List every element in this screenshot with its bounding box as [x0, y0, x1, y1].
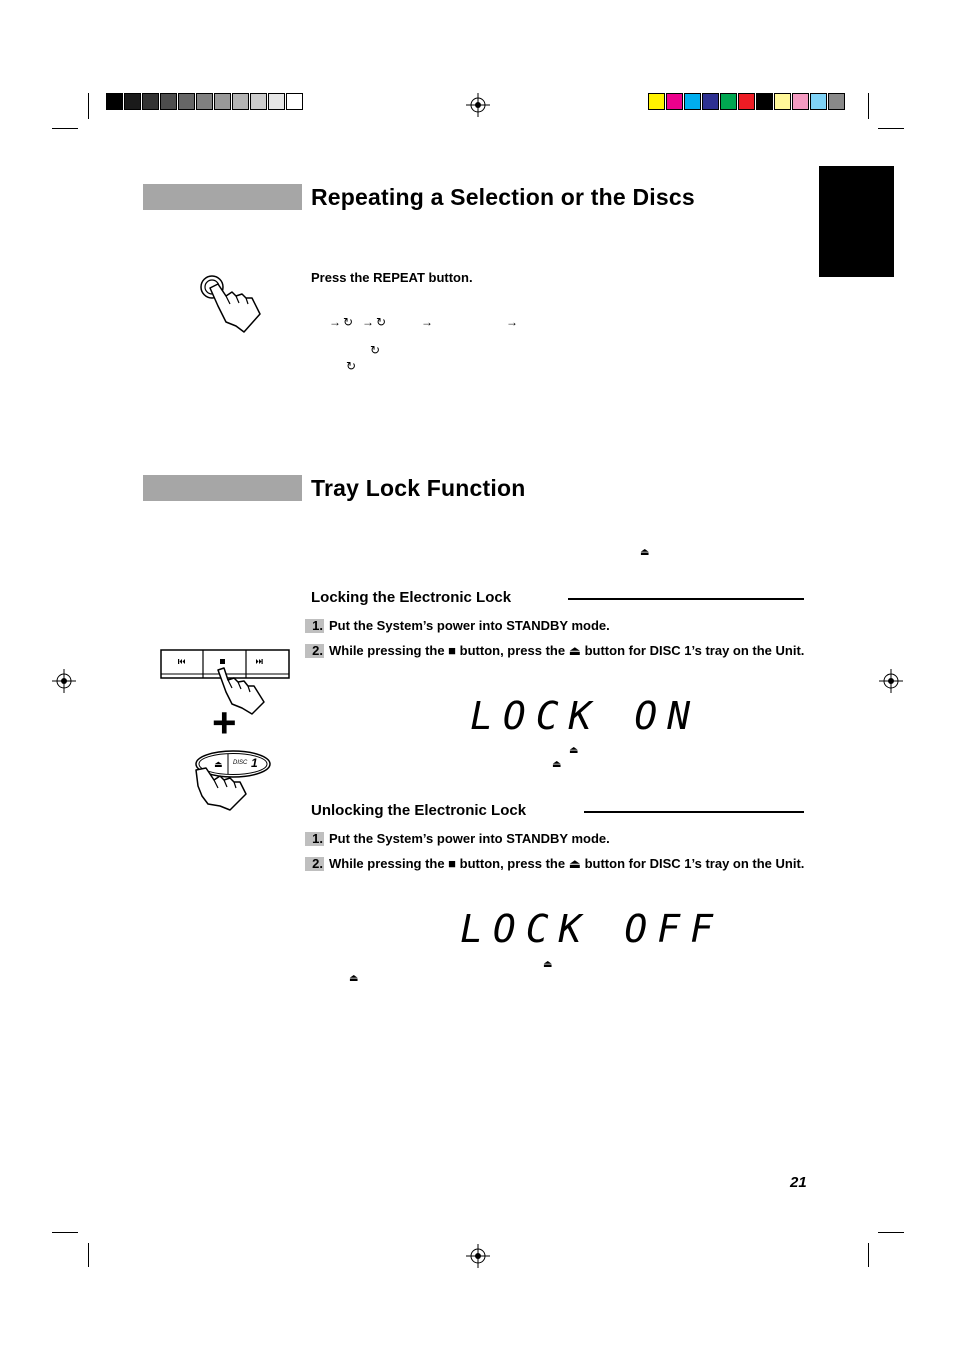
- disc-button-label: DISC: [233, 760, 248, 766]
- registration-mark-icon: [466, 93, 490, 117]
- step-text: Put the System’s power into STANDBY mode…: [329, 831, 610, 846]
- step-text: While pressing the ■ button, press the ⏏…: [329, 643, 805, 658]
- color-swatch: [214, 93, 231, 110]
- locking-subtitle: Locking the Electronic Lock: [311, 589, 512, 606]
- page-number: 21: [790, 1174, 807, 1191]
- crop-mark: [52, 1232, 78, 1233]
- pressing-hand-icon: [200, 275, 261, 333]
- section-heading-bar: [143, 184, 302, 210]
- color-swatch: [792, 93, 809, 110]
- unlocking-subtitle: Unlocking the Electronic Lock: [311, 802, 527, 819]
- registration-mark-icon: [466, 1244, 490, 1268]
- color-swatch: [756, 93, 773, 110]
- disc1-button-illustration: ⏏ DISC 1: [172, 748, 272, 814]
- color-swatch: [648, 93, 665, 110]
- color-swatch: [684, 93, 701, 110]
- lock-off-display: LOCK OFF: [460, 907, 724, 951]
- color-swatch: [178, 93, 195, 110]
- step-number: 1.: [305, 619, 324, 633]
- crop-mark: [868, 93, 869, 119]
- eject-icon: ⏏: [569, 745, 579, 756]
- crop-mark: [52, 128, 78, 129]
- repeat-instruction: Press the REPEAT button.: [311, 270, 473, 285]
- section-title-repeat: Repeating a Selection or the Discs: [311, 184, 695, 210]
- color-swatch: [142, 93, 159, 110]
- arrow-icon: →: [421, 315, 433, 329]
- step-text: Put the System’s power into STANDBY mode…: [329, 618, 610, 633]
- plus-sign: +: [212, 699, 237, 746]
- section-heading-bar: [143, 475, 302, 501]
- color-swatch: [124, 93, 141, 110]
- color-swatch: [250, 93, 267, 110]
- disc-button-number: 1: [251, 756, 258, 770]
- arrow-icon: →: [329, 315, 341, 329]
- repeat-mode-sequence: → ↻ → ↻ → → ↻ ↻: [326, 314, 526, 374]
- crop-mark: [868, 1243, 869, 1267]
- crop-mark: [878, 128, 904, 129]
- step-text: While pressing the ■ button, press the ⏏…: [329, 856, 805, 871]
- grayscale-swatch-row: [106, 93, 304, 110]
- step-number: 2.: [305, 644, 324, 658]
- color-swatch: [268, 93, 285, 110]
- previous-track-icon: [178, 659, 185, 664]
- eject-icon: ⏏: [214, 759, 223, 769]
- color-swatch: [232, 93, 249, 110]
- registration-mark-icon: [879, 669, 903, 693]
- crop-mark: [878, 1232, 904, 1233]
- color-swatch: [286, 93, 303, 110]
- eject-icon: ⏏: [543, 959, 553, 970]
- color-swatch-row: [648, 93, 846, 110]
- crop-mark: [88, 93, 89, 119]
- color-swatch: [774, 93, 791, 110]
- color-swatch: [666, 93, 683, 110]
- eject-icon: ⏏: [640, 547, 650, 558]
- color-swatch: [810, 93, 827, 110]
- stop-icon: [220, 659, 225, 664]
- color-swatch: [160, 93, 177, 110]
- color-swatch: [106, 93, 123, 110]
- subtitle-rule: [568, 598, 804, 600]
- repeat-icon: ↻: [343, 315, 354, 329]
- color-swatch: [828, 93, 845, 110]
- eject-icon: ⏏: [552, 759, 562, 770]
- lock-on-display: LOCK ON: [470, 694, 701, 738]
- repeat-icon: ↻: [370, 343, 381, 357]
- disc1-button-graphic: [195, 750, 271, 811]
- registration-mark-icon: [52, 669, 76, 693]
- section-title-tray-lock: Tray Lock Function: [311, 475, 526, 501]
- next-track-icon: [256, 659, 263, 664]
- repeat-icon: ↻: [346, 359, 357, 373]
- language-side-tab: [819, 166, 894, 277]
- repeat-icon: ↻: [376, 315, 387, 329]
- color-swatch: [720, 93, 737, 110]
- eject-icon: ⏏: [349, 973, 359, 984]
- color-swatch: [738, 93, 755, 110]
- arrow-icon: →: [362, 315, 374, 329]
- transport-buttons-illustration: [160, 649, 290, 715]
- step-number: 1.: [305, 832, 324, 846]
- arrow-icon: →: [506, 315, 518, 329]
- color-swatch: [702, 93, 719, 110]
- step-number: 2.: [305, 857, 324, 871]
- subtitle-rule: [584, 811, 804, 813]
- crop-mark: [88, 1243, 89, 1267]
- color-swatch: [196, 93, 213, 110]
